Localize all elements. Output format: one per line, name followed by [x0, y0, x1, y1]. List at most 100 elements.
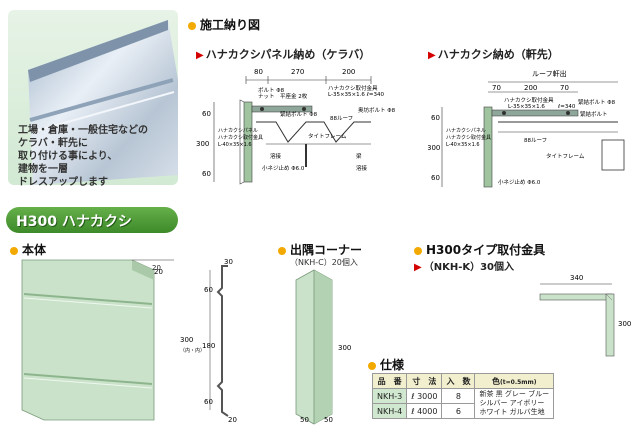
dim-label: 60: [202, 170, 211, 178]
caption-line: 建物を一層: [18, 164, 68, 175]
drawing-label: タイトフレーム: [546, 152, 585, 160]
drawing-label: 88ルーフ: [524, 137, 547, 144]
drawing-label: ハナカクシ取付金具: [446, 134, 491, 141]
dim-label: （内・内）: [180, 347, 205, 354]
drawing-label: L-40×35×1.6: [218, 142, 252, 148]
dim-label: 50: [324, 416, 333, 424]
banner-text: H300 ハナカクシ: [16, 214, 132, 230]
dim-label: ルーフ軒出: [532, 69, 567, 78]
bullet-icon: [278, 246, 286, 255]
drawing-label: ℓ=340: [557, 104, 576, 110]
install-drawing-keraba: 80 270 200 60 300 60 ボルト Φ8 ナット 平座金 2枚 緊…: [196, 68, 396, 185]
dim-label: 20: [152, 264, 161, 272]
dim-label: 60: [204, 286, 213, 294]
corner-drawing: 300 50 50: [295, 269, 351, 425]
corner-subtitle: （NKH-C）20個入: [290, 258, 358, 267]
table-row: NKH-3 ℓ 3000 8 新茶 黒 グレー ブルー シルバー アイボリー ホ…: [371, 388, 555, 419]
drawing-label: ハナカクシ取付金具: [328, 84, 378, 92]
panel-photo-illustration: [28, 20, 178, 185]
profile-drawing: 30 60 180 60 20 300 （内・内）: [180, 258, 237, 424]
color-line: ホワイト ガルバ生地: [479, 408, 545, 416]
drawing-label: タイトフレーム: [308, 132, 347, 140]
bullet-icon: [368, 361, 376, 370]
color-line: シルバー アイボリー: [479, 399, 545, 407]
spec-qty: 8: [441, 388, 476, 404]
spec-header-qty: 入 数: [441, 373, 476, 389]
dim-label: 200: [342, 68, 355, 76]
drawing-label: 溶接: [356, 164, 368, 172]
drawing-label: 梁: [356, 152, 362, 160]
body-panel-drawing: 20: [21, 259, 174, 421]
drawing-label: L-35×35×1.6: [508, 104, 545, 110]
spec-code: NKH-3: [371, 388, 408, 404]
dim-label: 300: [196, 140, 209, 148]
dim-label: 300: [338, 344, 351, 352]
drawing-label: ハナカクシパネル: [218, 128, 258, 134]
table-row: NKH-4 ℓ 4000 6: [371, 403, 554, 419]
drawing-label: 溶接: [270, 152, 282, 160]
dim-label: 60: [202, 110, 211, 118]
spec-section-title: 仕様: [368, 356, 404, 373]
drawing-label: L-40×35×1.6: [446, 142, 480, 148]
dim-label: 70: [492, 84, 501, 92]
dim-label: 180: [202, 342, 215, 350]
spec-size: ℓ 4000: [406, 403, 443, 419]
drawing-label: L-35×35×1.6 ℓ=340: [328, 92, 385, 98]
product-banner: [6, 207, 178, 233]
install-right-title: ▶ハナカクシ納め（軒先）: [428, 48, 559, 61]
dim-label: 60: [431, 174, 440, 182]
dim-label: 300: [428, 144, 440, 152]
drawing-label: ボルト Φ8: [258, 86, 285, 94]
dim-label: 30: [224, 258, 233, 266]
dim-label: 60: [204, 398, 213, 406]
product-photo: [8, 10, 178, 185]
drawing-label: ハナカクシ取付金具: [504, 96, 554, 104]
photo-caption: 工場・倉庫・一般住宅などの ケラバ・軒先に 取り付ける事により、 建物を一層 ド…: [18, 124, 148, 189]
drawing-label: 88ルーフ: [330, 115, 353, 122]
caption-line: 取り付ける事により、: [18, 151, 118, 162]
spec-header-row: 品 番 寸 法 入 数 色(t=0.5mm): [371, 373, 555, 389]
dim-label: 200: [524, 84, 537, 92]
bracket-subtitle: ▶（NKH-K）30個入: [414, 262, 515, 273]
drawing-label: 小ネジ止め Φ6.0: [498, 178, 541, 186]
dim-label: 70: [560, 84, 569, 92]
drawing-label: 緊結ボルト Φ8: [280, 110, 318, 118]
drawing-label: 小ネジ止め Φ6.0: [262, 164, 305, 172]
bracket-section-title: H300タイプ取付金具: [414, 241, 545, 258]
bullet-icon: [188, 21, 196, 30]
body-section-title: 本体: [10, 241, 46, 258]
spec-header-code: 品 番: [371, 373, 408, 389]
install-section-title: 施工納り図: [188, 16, 260, 33]
dim-label: 20: [228, 416, 237, 424]
spec-code: NKH-4: [371, 403, 408, 419]
bullet-icon: [414, 246, 422, 255]
dim-label: 50: [300, 416, 309, 424]
spec-header-size: 寸 法: [406, 373, 443, 389]
color-line: 新茶 黒 グレー ブルー: [479, 390, 550, 398]
triangle-icon: ▶: [428, 50, 436, 61]
dim-label: 270: [291, 68, 304, 76]
caption-line: 工場・倉庫・一般住宅などの: [18, 125, 148, 136]
triangle-icon: ▶: [414, 262, 422, 273]
corner-section-title: 出隅コーナー: [278, 241, 362, 258]
triangle-icon: ▶: [196, 50, 204, 61]
spec-table: 品 番 寸 法 入 数 色(t=0.5mm) NKH-3 ℓ 3000 8 新茶…: [371, 373, 555, 419]
bullet-icon: [10, 246, 18, 255]
drawing-label: 奥坊ボルト Φ8: [358, 106, 396, 114]
dim-label: 60: [431, 114, 440, 122]
dim-label: 20: [154, 268, 163, 276]
spec-colors: 新茶 黒 グレー ブルー シルバー アイボリー ホワイト ガルバ生地: [474, 388, 555, 419]
caption-line: ドレスアップします: [18, 177, 108, 188]
drawing-label: 緊結ボルト Φ8: [578, 98, 616, 106]
install-left-title: ▶ハナカクシパネル納め（ケラバ）: [196, 48, 371, 61]
spec-header-color: 色(t=0.5mm): [474, 373, 555, 389]
drawing-label: 平座金 2枚: [280, 92, 308, 100]
drawing-label: ハナカクシパネル: [446, 128, 486, 134]
drawing-label: ナット: [258, 93, 275, 100]
spec-size: ℓ 3000: [406, 388, 443, 404]
dim-label: 300: [618, 320, 631, 328]
install-drawing-nokisaki: ルーフ軒出 70 200 70 60 300 60 ハナカクシ取付金具 L-35…: [428, 69, 625, 188]
caption-line: ケラバ・軒先に: [18, 138, 88, 149]
bracket-drawing: 340 300: [539, 274, 631, 357]
spec-qty: 6: [441, 403, 476, 419]
